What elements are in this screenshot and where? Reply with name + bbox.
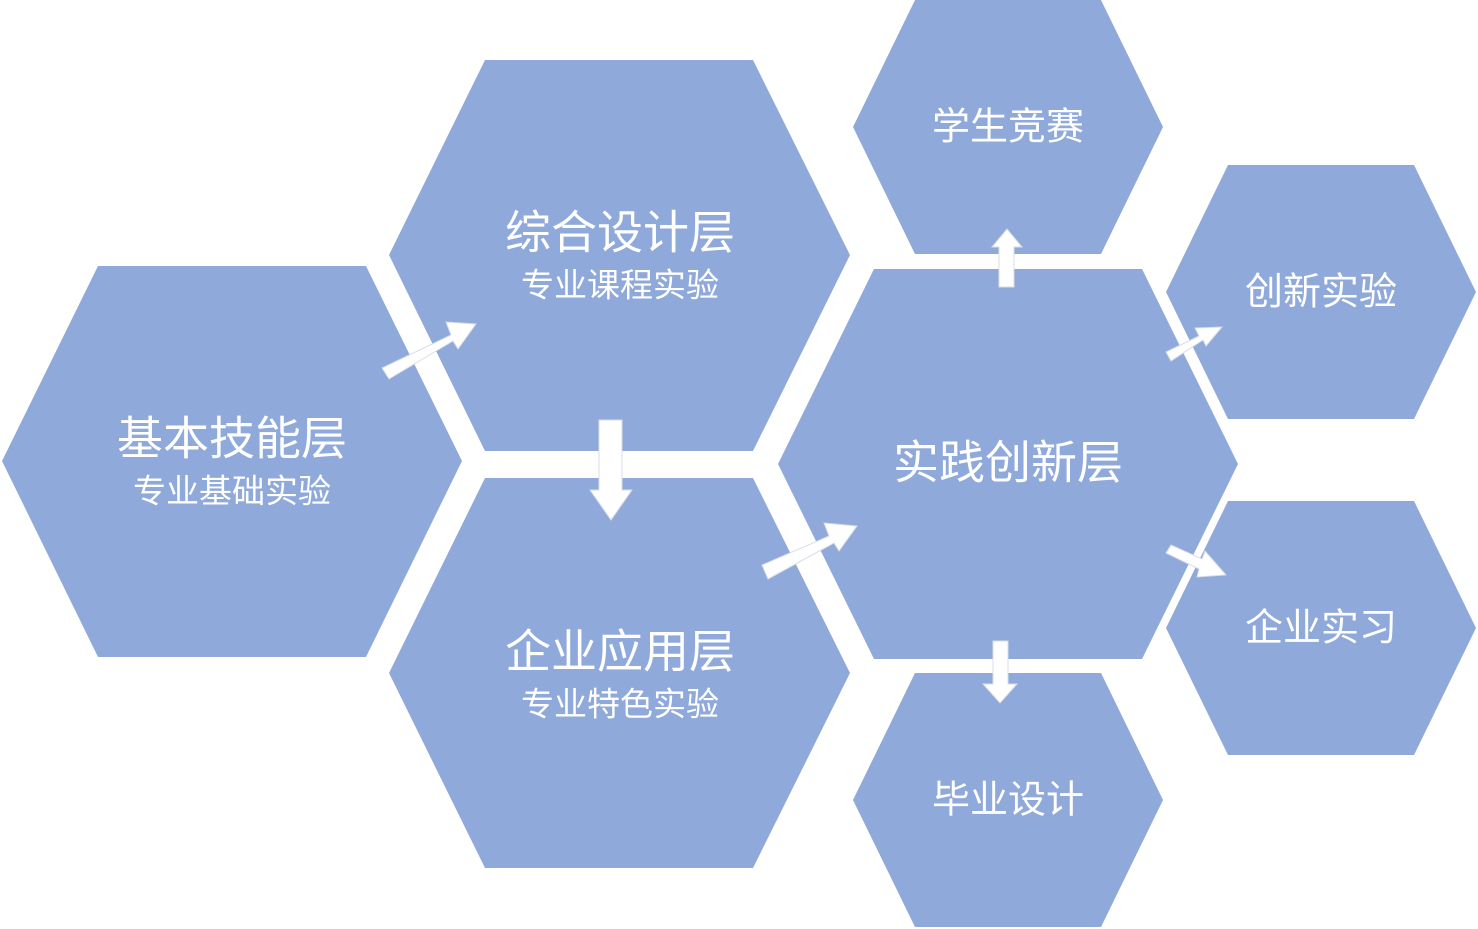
innovation-layer-title: 实践创新层 <box>893 436 1123 490</box>
hexagon-basic-skill-layer: 基本技能层 专业基础实验 <box>2 266 462 657</box>
enterprise-layer-subtitle: 专业特色实验 <box>521 685 719 724</box>
enterprise-layer-title: 企业应用层 <box>505 625 735 679</box>
arrow-innovation-to-enterprise-internship <box>1165 544 1228 578</box>
arrow-enterprise-to-innovation <box>761 522 858 580</box>
arrow-comprehensive-to-enterprise <box>589 419 633 521</box>
competition-label: 学生竞赛 <box>932 105 1084 149</box>
comprehensive-layer-subtitle: 专业课程实验 <box>521 266 719 305</box>
arrow-innovation-to-innovation-experiment <box>1165 326 1224 362</box>
graduation-design-label: 毕业设计 <box>932 778 1084 822</box>
hexagon-innovation-experiment: 创新实验 <box>1166 165 1476 419</box>
hexagon-graduation-design: 毕业设计 <box>853 673 1163 927</box>
hexagon-student-competition: 学生竞赛 <box>853 0 1163 254</box>
arrow-basic-to-comprehensive <box>381 321 477 380</box>
hexagon-enterprise-application-layer: 企业应用层 专业特色实验 <box>389 478 850 868</box>
basic-layer-title: 基本技能层 <box>117 412 347 466</box>
enterprise-internship-label: 企业实习 <box>1245 606 1397 650</box>
hexagon-comprehensive-design-layer: 综合设计层 专业课程实验 <box>389 60 850 451</box>
arrow-innovation-to-graduation-design <box>981 640 1019 704</box>
hexagon-practice-innovation-layer: 实践创新层 <box>778 269 1238 659</box>
comprehensive-layer-title: 综合设计层 <box>505 206 735 260</box>
hexagon-enterprise-internship: 企业实习 <box>1166 501 1476 755</box>
innovation-experiment-label: 创新实验 <box>1245 270 1397 314</box>
basic-layer-subtitle: 专业基础实验 <box>133 472 331 511</box>
arrow-innovation-to-competition <box>990 228 1024 288</box>
